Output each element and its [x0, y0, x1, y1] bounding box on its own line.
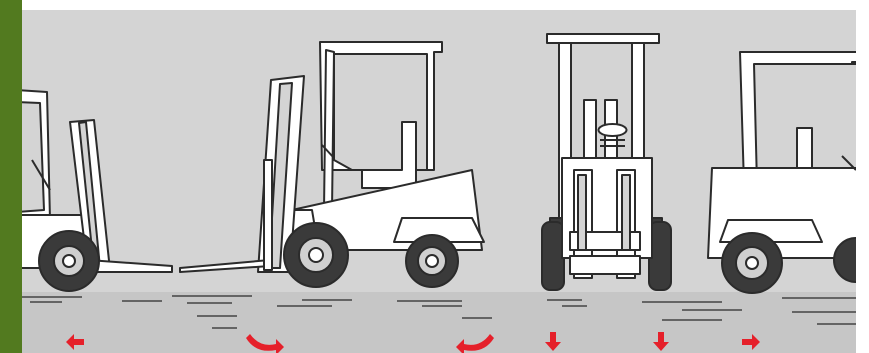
forklift-scene [22, 10, 856, 353]
accent-bar [0, 0, 22, 353]
forklift-illustration [22, 10, 856, 353]
